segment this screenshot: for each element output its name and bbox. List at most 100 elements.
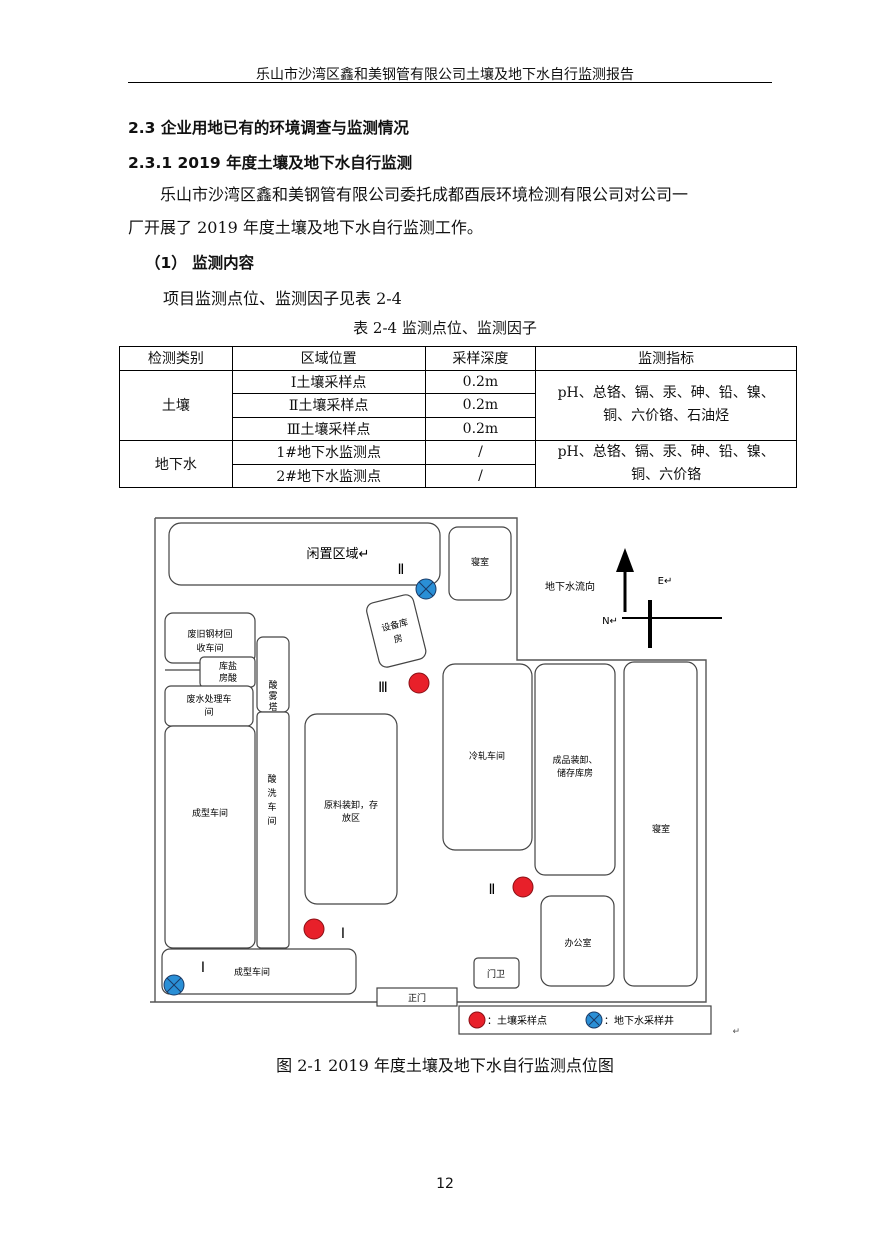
header-title: 乐山市沙湾区鑫和美钢管有限公司土壤及地下水自行监测报告 xyxy=(256,67,634,83)
header-rule xyxy=(128,82,772,83)
groundwater-flow-label: 地下水流向 xyxy=(545,580,595,593)
site-boundary xyxy=(150,517,707,1003)
flow-arrow-head xyxy=(616,548,634,572)
paragraph-table-ref: 项目监测点位、监测因子见表 2-4 xyxy=(163,289,402,308)
soil-point-2-marker xyxy=(512,876,534,898)
main-gate xyxy=(376,987,458,1007)
location-cell: Ⅱ土壤采样点 xyxy=(231,393,426,418)
table-row: 2#地下水监测点 / xyxy=(120,463,797,488)
table-header-row: 检测类别 区域位置 采样深度 监测指标 xyxy=(119,346,797,371)
scrap-label-2: 收车间 xyxy=(196,642,223,654)
label-gw-1: Ⅰ xyxy=(201,960,205,976)
forming-bottom-label: 成型车间 xyxy=(234,966,270,978)
page-number: 12 xyxy=(436,1176,454,1192)
depth-cell: 0.2m xyxy=(424,369,537,394)
legend-cross xyxy=(588,1014,600,1026)
legend-gw-label: ：地下水采样井 xyxy=(604,1014,674,1027)
east-label: E↵ xyxy=(658,576,673,587)
salt-label-1: 库盐 xyxy=(219,660,237,672)
pickling-label-2: 洗 xyxy=(267,787,276,799)
location-cell: 2#地下水监测点 xyxy=(231,463,426,488)
dorm-top-label: 寝室 xyxy=(471,556,489,568)
indicators-line: 铜、六价铬 xyxy=(631,467,702,483)
pickling-label-4: 间 xyxy=(267,815,276,827)
table-header-cell: 检测类别 xyxy=(119,346,233,371)
legend-soil-marker xyxy=(468,1011,486,1029)
groundwater-well-2 xyxy=(415,578,437,600)
equipment-warehouse: 设备库 房 xyxy=(366,594,427,668)
label-soil-2: Ⅱ xyxy=(489,882,496,898)
table-row: 地下水 1#地下水监测点 / pH、总铬、镉、汞、砷、铅、镍、 铜、六价铬 xyxy=(119,440,797,488)
indicators-line: pH、总铬、镉、汞、砷、铅、镍、 xyxy=(557,385,775,402)
table-row: 土壤 Ⅰ土壤采样点 0.2m pH、总铬、镉、汞、砷、铅、镍、 铜、六价铬、石油… xyxy=(119,369,797,441)
section-heading-2-3: 2.3 企业用地已有的环境调查与监测情况 xyxy=(128,119,409,137)
table-caption: 表 2-4 监测点位、监测因子 xyxy=(353,319,537,337)
section-heading-2-3-1: 2.3.1 2019 年度土壤及地下水自行监测 xyxy=(128,154,413,172)
indicators-cell: pH、总铬、镉、汞、砷、铅、镍、 铜、六价铬 xyxy=(535,440,797,488)
salt-label-2: 房酸 xyxy=(219,672,237,684)
pickling-label-1: 酸 xyxy=(267,774,276,785)
well-cross xyxy=(166,977,182,993)
label-soil-1: Ⅰ xyxy=(341,926,345,942)
finished-label-1: 成品装卸、 xyxy=(552,754,597,766)
monitoring-table: 检测类别 区域位置 采样深度 监测指标 土壤 Ⅰ土壤采样点 0.2m pH、总铬… xyxy=(119,346,797,488)
table-header-cell: 区域位置 xyxy=(231,346,426,371)
office-label: 办公室 xyxy=(564,937,591,949)
equipment-warehouse-box xyxy=(366,594,427,668)
pickling-workshop xyxy=(256,711,290,949)
depth-cell: / xyxy=(424,440,537,465)
site-map: 闲置区域↵ 寝室 地下水流向 E↵ N↵ 设备库 房 废旧钢材回 收车间 库盐 … xyxy=(150,517,740,1036)
label-soil-3: Ⅲ xyxy=(378,680,388,696)
dorm-right xyxy=(623,661,698,987)
raw-label-1: 原料装卸，存 xyxy=(324,799,378,811)
pickling-label-3: 车 xyxy=(267,801,276,813)
groundwater-well-1 xyxy=(163,974,185,996)
indicators-line: pH、总铬、镉、汞、砷、铅、镍、 xyxy=(557,444,775,460)
table-row: Ⅲ土壤采样点 0.2m xyxy=(120,416,797,441)
guard-room xyxy=(473,957,520,989)
category-cell: 地下水 xyxy=(119,440,233,488)
indicators-line: 铜、六价铬、石油烃 xyxy=(603,408,730,425)
depth-cell: 0.2m xyxy=(424,393,537,418)
cold-rolling-workshop xyxy=(442,663,533,851)
soil-point-3-marker xyxy=(408,672,430,694)
depth-cell: 0.2m xyxy=(424,416,537,441)
figure-caption: 图 2-1 2019 年度土壤及地下水自行监测点位图 xyxy=(276,1056,614,1075)
legend-soil-label: ：土壤采样点 xyxy=(487,1014,547,1027)
location-cell: Ⅰ土壤采样点 xyxy=(231,369,426,394)
north-label: N↵ xyxy=(602,616,618,627)
well-cross xyxy=(418,581,434,597)
category-cell: 土壤 xyxy=(119,369,233,441)
main-gate-label: 正门 xyxy=(408,992,426,1004)
equipment-label-2: 房 xyxy=(392,632,404,646)
finished-label-2: 储存库房 xyxy=(557,767,593,779)
idle-area xyxy=(168,522,441,586)
table-row: Ⅱ土壤采样点 0.2m xyxy=(120,393,797,418)
scrap-label-1: 废旧钢材回 xyxy=(187,628,232,640)
wastewater-label-2: 间 xyxy=(204,706,213,718)
label-gw-2: Ⅱ xyxy=(398,562,405,578)
cold-roll-label: 冷轧车间 xyxy=(469,750,505,762)
acid-mist-label-3: 塔 xyxy=(268,701,277,713)
map-legend xyxy=(458,1005,712,1035)
paragraph-line-2: 厂开展了 2019 年度土壤及地下水自行监测工作。 xyxy=(128,218,483,237)
location-cell: Ⅲ土壤采样点 xyxy=(231,416,426,441)
wastewater-label-1: 废水处理车 xyxy=(186,693,231,705)
stray-mark: ↵ xyxy=(732,1027,740,1036)
guard-label: 门卫 xyxy=(487,968,505,980)
soil-point-1-marker xyxy=(303,918,325,940)
paragraph-line-1: 乐山市沙湾区鑫和美钢管有限公司委托成都酉辰环境检测有限公司对公司一 xyxy=(160,185,689,204)
table-header-cell: 采样深度 xyxy=(424,346,537,371)
forming-left-label: 成型车间 xyxy=(192,807,228,819)
dorm-top xyxy=(448,526,512,601)
wastewater-workshop xyxy=(164,685,254,727)
forming-workshop-left xyxy=(164,725,256,949)
dorm-right-label: 寝室 xyxy=(652,823,670,835)
location-cell: 1#地下水监测点 xyxy=(231,440,426,465)
indicators-cell: pH、总铬、镉、汞、砷、铅、镍、 铜、六价铬、石油烃 xyxy=(535,369,797,441)
finished-goods-warehouse xyxy=(534,663,616,876)
raw-label-2: 放区 xyxy=(342,812,360,824)
subheading-monitoring-content: （1） 监测内容 xyxy=(145,254,255,272)
forming-workshop-bottom xyxy=(161,948,357,995)
acid-mist-label-2: 雾 xyxy=(268,691,277,702)
